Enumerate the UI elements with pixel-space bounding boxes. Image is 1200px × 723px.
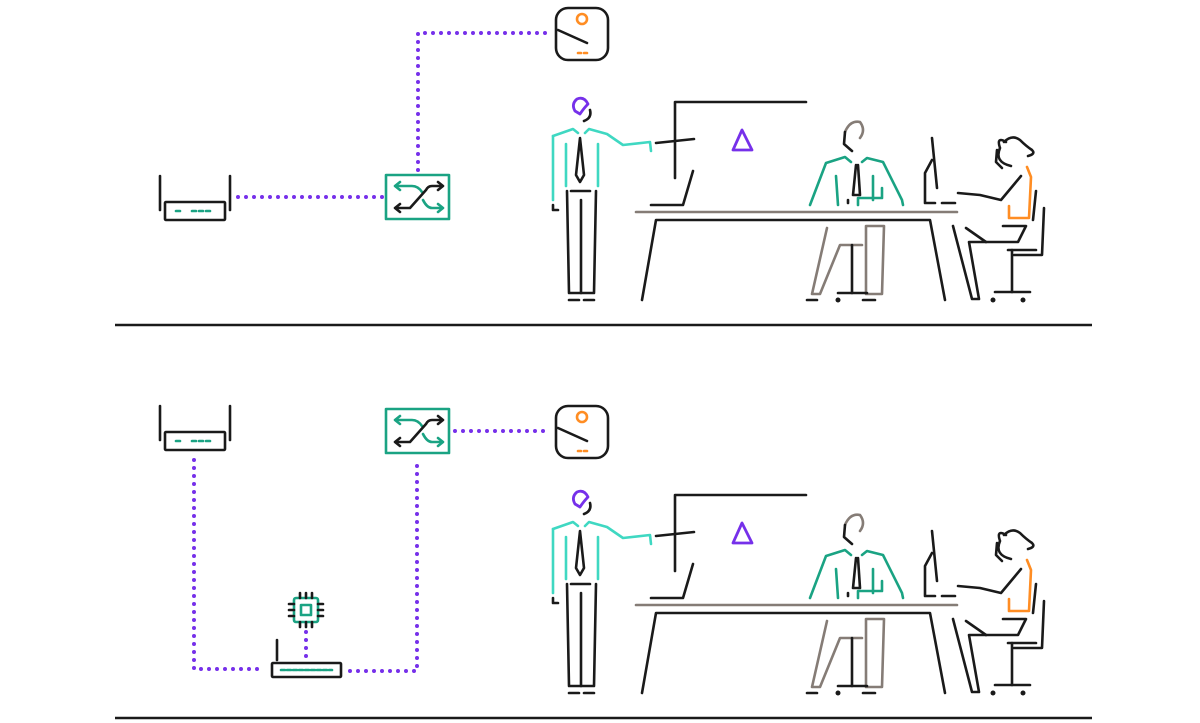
access-point-icon <box>554 404 610 460</box>
connection-edge-switch <box>348 458 419 673</box>
wireless-router-icon <box>158 404 232 452</box>
network-switch-icon <box>384 407 451 455</box>
access-point-icon <box>554 6 610 62</box>
connection-switch-ap <box>416 31 554 172</box>
connection-router-edge <box>192 458 264 671</box>
network-switch-icon <box>384 173 451 221</box>
edge-router-icon <box>270 638 343 679</box>
office-meeting-scene <box>551 96 1046 304</box>
wireless-router-icon <box>158 174 232 222</box>
panel-after <box>115 404 1092 720</box>
office-meeting-scene <box>551 489 1046 697</box>
chip-icon <box>287 591 325 629</box>
panel-before <box>115 6 1092 327</box>
